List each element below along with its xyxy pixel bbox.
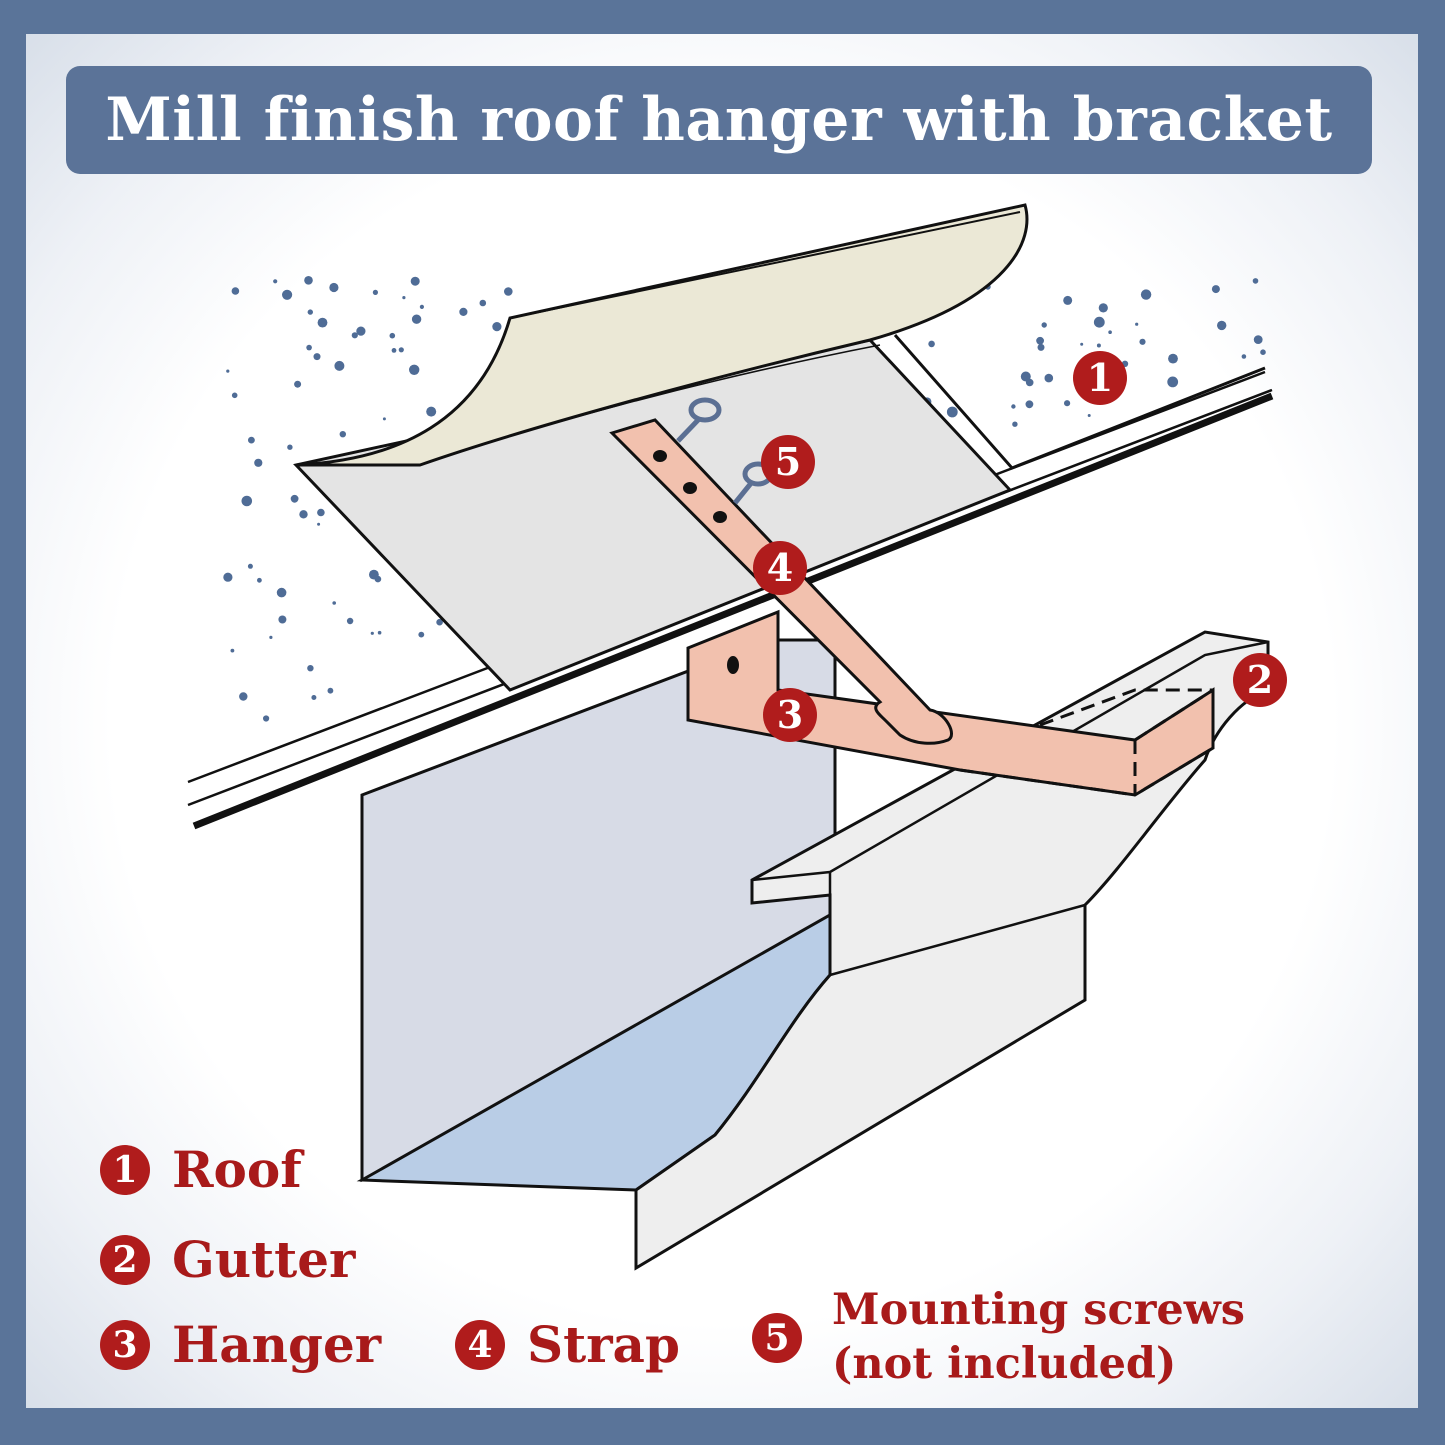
legend-badge: 2 bbox=[100, 1235, 150, 1285]
legend-label-line: (not included) bbox=[832, 1338, 1177, 1389]
strap-hole-3 bbox=[713, 511, 727, 523]
legend-item-roof: 1 Roof bbox=[100, 1145, 302, 1195]
legend-badge: 5 bbox=[752, 1312, 802, 1363]
strap-hole-2 bbox=[683, 482, 697, 494]
page-title: Mill finish roof hanger with bracket bbox=[105, 85, 1333, 155]
legend-label: Hanger bbox=[172, 1315, 382, 1374]
legend-badge: 4 bbox=[455, 1320, 505, 1370]
title-bar: Mill finish roof hanger with bracket bbox=[66, 66, 1372, 174]
legend-label-line: Mounting screws bbox=[832, 1285, 1245, 1335]
svg-text:2: 2 bbox=[1247, 657, 1273, 702]
legend-label: Roof bbox=[172, 1140, 302, 1199]
roof-speckle-texture bbox=[223, 276, 1266, 722]
svg-text:3: 3 bbox=[777, 692, 803, 737]
legend-item-hanger: 3 Hanger bbox=[100, 1320, 381, 1370]
legend-badge: 3 bbox=[100, 1320, 150, 1370]
callout-gutter: 2 bbox=[1233, 653, 1287, 707]
callout-roof: 1 bbox=[1073, 351, 1127, 405]
legend-item-strap: 4 Strap bbox=[455, 1320, 680, 1370]
legend-item-screws: 5 Mounting screws (not included) bbox=[752, 1284, 1245, 1392]
legend-label: Gutter bbox=[172, 1230, 356, 1289]
mounting-screw-1 bbox=[676, 397, 722, 443]
svg-text:5: 5 bbox=[775, 439, 801, 484]
strap-hole-1 bbox=[653, 450, 667, 462]
legend-badge: 1 bbox=[100, 1145, 150, 1195]
legend-item-gutter: 2 Gutter bbox=[100, 1235, 355, 1285]
legend-label: Strap bbox=[527, 1315, 680, 1374]
callout-strap: 4 bbox=[753, 541, 807, 595]
svg-text:4: 4 bbox=[767, 545, 793, 590]
svg-text:1: 1 bbox=[1087, 355, 1113, 400]
callout-screws: 5 bbox=[761, 435, 815, 489]
callout-hanger: 3 bbox=[763, 688, 817, 742]
legend-label: Mounting screws (not included) bbox=[832, 1284, 1245, 1392]
hanger-hole bbox=[727, 656, 739, 674]
